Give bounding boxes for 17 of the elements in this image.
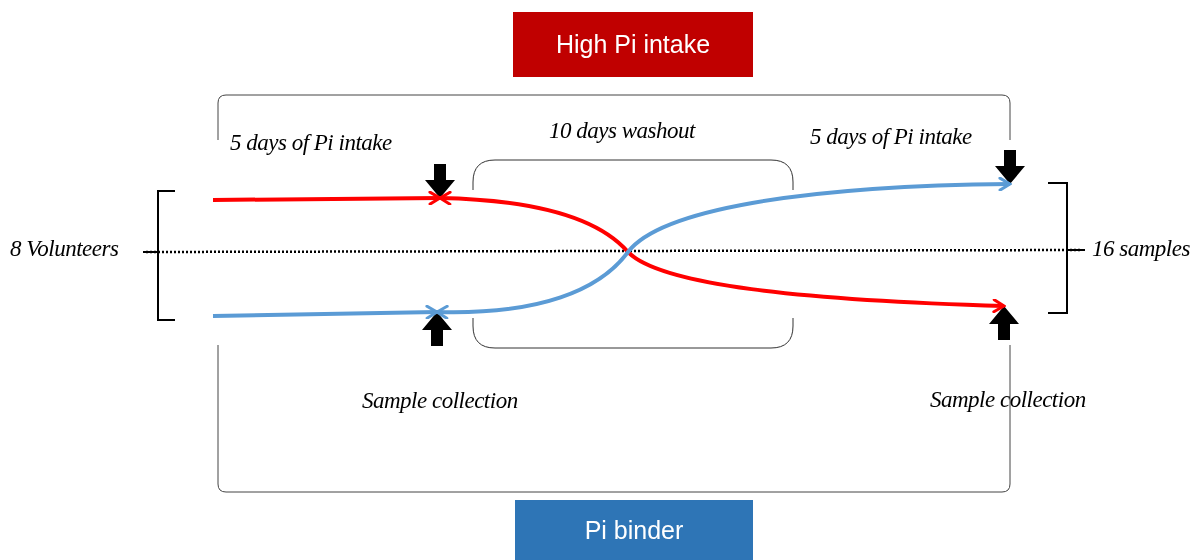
group-banner: High Pi intake — [513, 12, 753, 77]
sample-collection-caption: Sample collection — [930, 387, 1086, 413]
arrow — [212, 304, 439, 320]
arrow — [435, 176, 1012, 320]
period-label: 5 days of Pi intake — [810, 124, 972, 150]
sample-collection-arrow-icon — [425, 164, 455, 198]
sample-collection-arrow-icon — [422, 312, 452, 346]
arrow — [212, 190, 442, 206]
sample-collection-arrow-icon — [995, 150, 1025, 184]
group-size-label: 8 Volunteers — [10, 236, 119, 262]
sample-collection-arrow-icon — [989, 306, 1019, 340]
group-banner: Pi binder — [515, 500, 753, 560]
sample-count-label: 16 samples — [1092, 236, 1190, 262]
period-label: 5 days of Pi intake — [230, 130, 392, 156]
sample-collection-caption: Sample collection — [362, 388, 518, 414]
period-label: 10 days washout — [549, 118, 695, 144]
arrow — [438, 190, 1006, 314]
